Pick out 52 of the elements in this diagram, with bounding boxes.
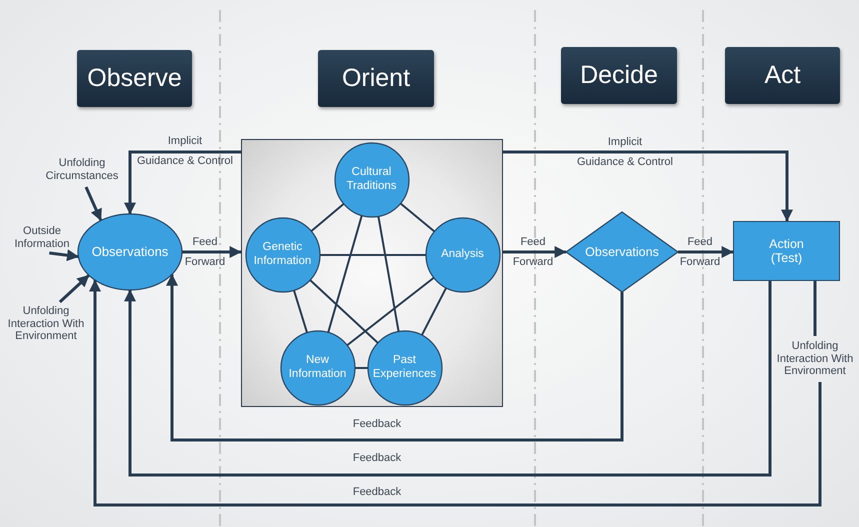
node-label: Analysis [441, 248, 484, 262]
arrow [182, 246, 242, 258]
arrow [84, 186, 102, 222]
arrow [503, 246, 567, 258]
node-label: Unfolding Circumstances [44, 157, 120, 183]
connector-line [355, 367, 368, 369]
arrow [89, 280, 822, 506]
arrow [58, 274, 90, 304]
node-label: Outside Information [13, 225, 71, 251]
stage-title: Decide [580, 61, 658, 90]
connector-line [293, 290, 308, 333]
stage-header [77, 50, 192, 107]
edge-label: Feed Forward [184, 235, 226, 270]
connector-line [377, 216, 400, 332]
edge-label: Feed Forward [512, 235, 554, 270]
edge-label: Feedback [352, 486, 402, 498]
node-label: Observations [585, 244, 659, 260]
edge-label: Feedback [352, 452, 402, 464]
node-label: Genetic Information [252, 241, 312, 268]
stage-header [318, 50, 434, 107]
arrow [166, 274, 624, 442]
connector-line [320, 254, 426, 256]
stage-title: Act [764, 61, 801, 90]
connector-line [400, 202, 436, 232]
action-box [733, 221, 840, 281]
stage-title: Orient [342, 64, 410, 93]
connector-line [814, 281, 816, 336]
node-label: New Information [288, 354, 348, 381]
connector-line [309, 279, 379, 344]
connector-line [327, 215, 363, 333]
arrow [124, 150, 241, 215]
stage-header [725, 47, 840, 104]
edge-label: Feedback [352, 418, 402, 430]
orient-panel [241, 139, 503, 407]
node-label: Action (Test) [768, 236, 805, 266]
node-label: Unfolding Interaction With Environment [776, 340, 854, 378]
node-label: Cultural Traditions [345, 166, 398, 193]
edge-label: Implicit Guidance & Control [577, 135, 673, 170]
edge-label: Implicit Guidance & Control [137, 134, 233, 169]
connector-line [310, 203, 344, 232]
stage-header [561, 47, 677, 104]
connector-line [421, 287, 447, 336]
arrow [503, 150, 793, 222]
node-label: Observations [92, 244, 168, 260]
stage-title: Observe [87, 64, 182, 93]
arrow [49, 249, 79, 262]
connector-line [346, 276, 434, 346]
edge-label: Feed Forward [680, 235, 720, 270]
arrow [678, 246, 734, 258]
node-label: Past Experiences [372, 354, 438, 381]
arrow [124, 281, 772, 476]
node-label: Unfolding Interaction With Environment [6, 305, 86, 343]
